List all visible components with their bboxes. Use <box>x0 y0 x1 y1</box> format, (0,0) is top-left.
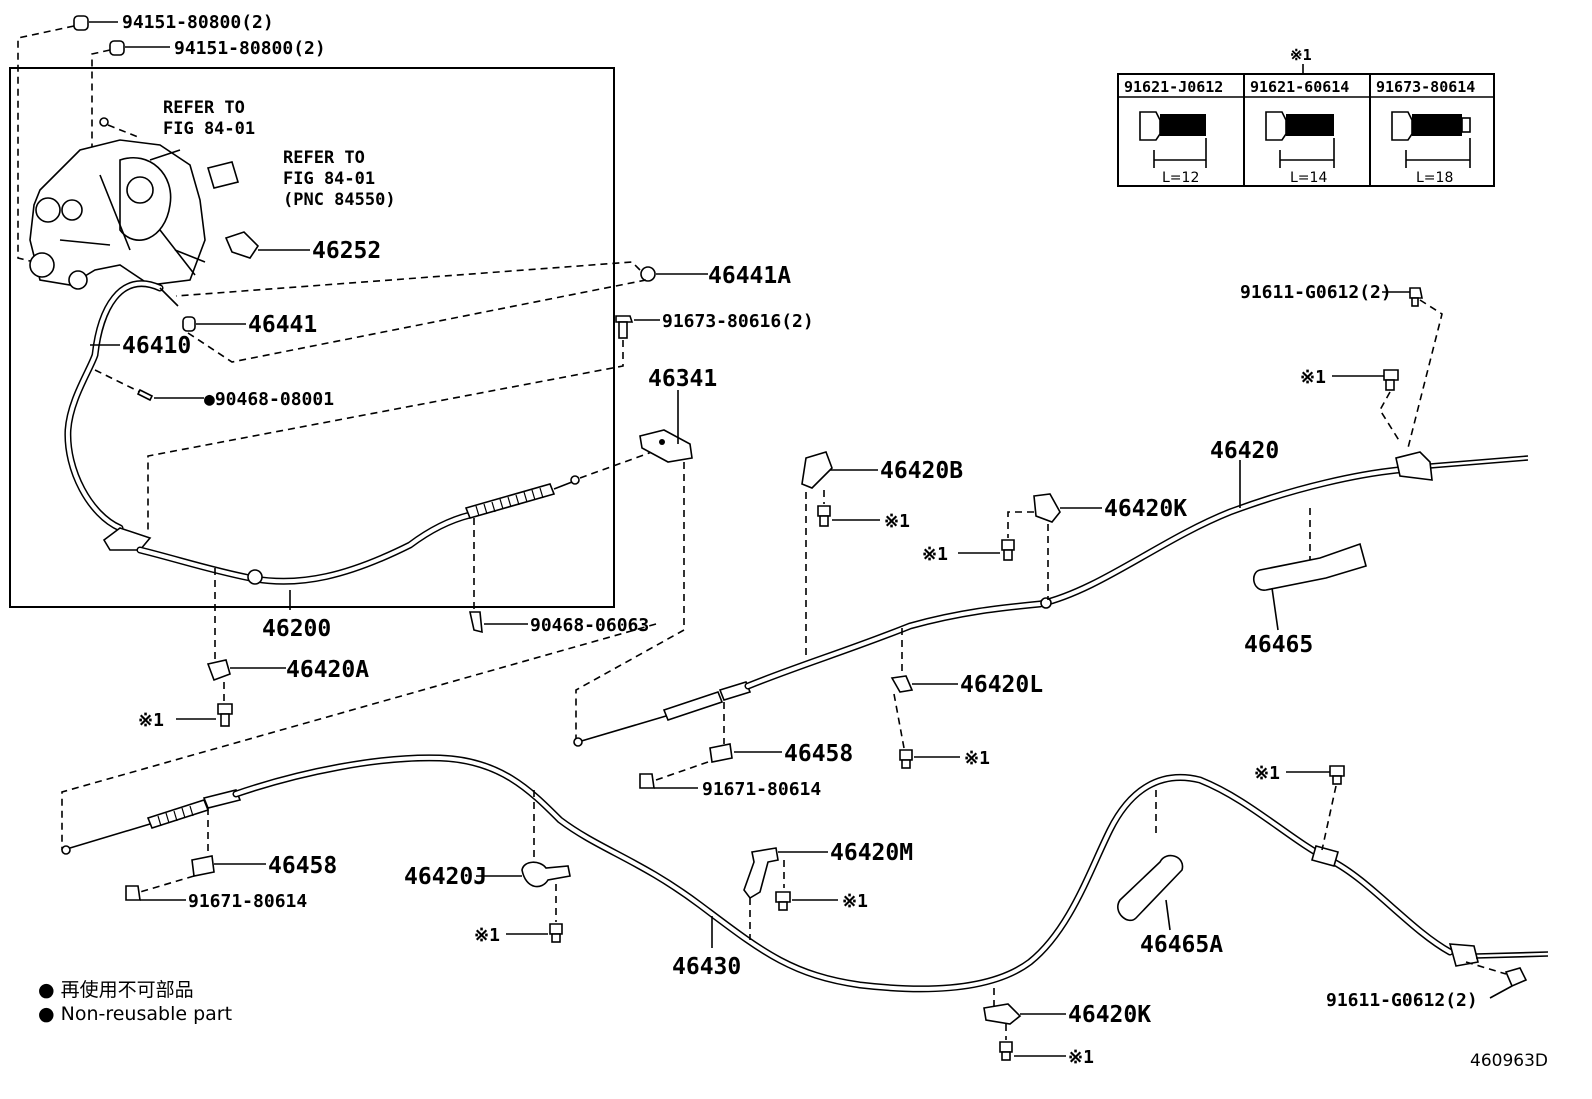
label-x1-i: ※1 <box>1068 1047 1094 1068</box>
clip-90468-06063 <box>469 518 528 634</box>
svg-text:(PNC 84550): (PNC 84550) <box>283 190 396 210</box>
retainer-46458-right <box>639 702 782 789</box>
grommet-94151-second <box>91 40 170 200</box>
refer-note-1: REFER TO FIG 84-01 <box>99 98 255 139</box>
table-col2-partno: 91621-60614 <box>1250 78 1349 96</box>
label-90468-08001: ●90468-08001 <box>204 389 334 410</box>
svg-text:REFER TO: REFER TO <box>283 148 365 168</box>
label-46410: 46410 <box>122 333 191 359</box>
cable-46430 <box>61 754 1549 993</box>
bolt-icon <box>1139 111 1207 168</box>
label-46420K-bottom: 46420K <box>1068 1002 1151 1028</box>
table-col3-length: L=18 <box>1416 170 1453 186</box>
bolt-91673-80616 <box>147 315 660 530</box>
bracket-46341 <box>575 390 693 742</box>
bolt-91611-G0612-top <box>1382 287 1443 449</box>
dashed-leader-46341-to-46430 <box>61 623 657 850</box>
bolt-icon <box>1265 111 1335 168</box>
svg-text:※1: ※1 <box>1290 46 1312 64</box>
label-46458-left: 46458 <box>268 853 337 879</box>
bolt-x1-h <box>1286 765 1345 851</box>
clamp-46420L <box>890 628 960 769</box>
label-46430: 46430 <box>672 954 741 980</box>
label-46420: 46420 <box>1210 438 1279 464</box>
clip-90468-08001 <box>94 369 204 402</box>
label-46252: 46252 <box>312 238 381 264</box>
label-46465A: 46465A <box>1140 932 1223 958</box>
label-x1-f: ※1 <box>474 925 500 946</box>
label-46341: 46341 <box>648 366 717 392</box>
label-94151-second: 94151-80800(2) <box>174 38 326 59</box>
svg-text:REFER TO: REFER TO <box>163 98 245 118</box>
label-46420L: 46420L <box>960 672 1043 698</box>
label-x1-a: ※1 <box>138 710 164 731</box>
label-46465: 46465 <box>1244 632 1313 658</box>
svg-text:FIG 84-01: FIG 84-01 <box>283 169 375 189</box>
table-col3-partno: 91673-80614 <box>1376 78 1475 96</box>
clamp-46420B <box>801 451 880 660</box>
lever-assembly-frame <box>9 67 615 608</box>
boot-46465A <box>1117 790 1184 931</box>
clamp-46420K-bottom <box>983 988 1066 1061</box>
svg-text:FIG 84-01: FIG 84-01 <box>163 119 255 139</box>
label-x1-e: ※1 <box>964 748 990 769</box>
label-46200: 46200 <box>262 616 331 642</box>
cable-46410 <box>64 280 179 532</box>
label-x1-d: ※1 <box>1300 367 1326 388</box>
label-x1-g: ※1 <box>842 891 868 912</box>
parking-brake-lever-assembly <box>29 139 206 290</box>
label-90468-06063: 90468-06063 <box>530 615 649 636</box>
legend-japanese: ● 再使用不可部品 <box>38 979 194 1001</box>
bolt-spec-table: ※1 91621-J0612 91621-60614 91673-80614 <box>1117 46 1495 187</box>
label-46420M: 46420M <box>830 840 913 866</box>
label-46420A: 46420A <box>286 657 369 683</box>
clamp-46420J <box>476 790 571 943</box>
table-col1-partno: 91621-J0612 <box>1124 78 1223 96</box>
label-x1-b: ※1 <box>884 511 910 532</box>
bolt-x1-d <box>1332 369 1401 443</box>
retainer-46458-left <box>125 808 266 901</box>
illustration-id: 460963D <box>1470 1051 1548 1071</box>
boot-46465 <box>1253 508 1367 631</box>
label-94151-top: 94151-80800(2) <box>122 12 274 33</box>
legend-english: ● Non-reusable part <box>38 1003 232 1025</box>
label-46420J: 46420J <box>404 864 487 890</box>
label-46441A: 46441A <box>708 263 791 289</box>
label-91611-G0612-bottom: 91611-G0612(2) <box>1326 990 1478 1011</box>
label-46458-right: 46458 <box>784 741 853 767</box>
refer-note-2: REFER TO FIG 84-01 (PNC 84550) <box>206 148 396 210</box>
label-x1-h: ※1 <box>1254 763 1280 784</box>
label-91671-right: 91671-80614 <box>702 779 821 800</box>
label-x1-c: ※1 <box>922 544 948 565</box>
table-col2-length: L=14 <box>1290 170 1327 186</box>
cable-46200 <box>102 451 653 610</box>
cable-46420 <box>573 451 1529 747</box>
clamp-46420K-top <box>958 493 1102 600</box>
bolt-icon <box>1391 111 1471 168</box>
label-91673-80616: 91673-80616(2) <box>662 311 814 332</box>
label-91671-left: 91671-80614 <box>188 891 307 912</box>
part-46441-nut <box>182 279 647 363</box>
table-col1-length: L=12 <box>1162 170 1199 186</box>
grommet-94151-top <box>17 15 118 263</box>
label-46441: 46441 <box>248 312 317 338</box>
bolt-91611-G0612-bottom <box>1465 961 1528 999</box>
label-46420B: 46420B <box>880 458 963 484</box>
part-46252-cover <box>224 231 310 259</box>
label-91611-G0612-top: 91611-G0612(2) <box>1240 282 1392 303</box>
clamp-46420A <box>176 568 286 727</box>
label-46420K-top: 46420K <box>1104 496 1187 522</box>
clamp-46420M <box>743 847 838 940</box>
part-46441A-nut <box>175 261 708 297</box>
